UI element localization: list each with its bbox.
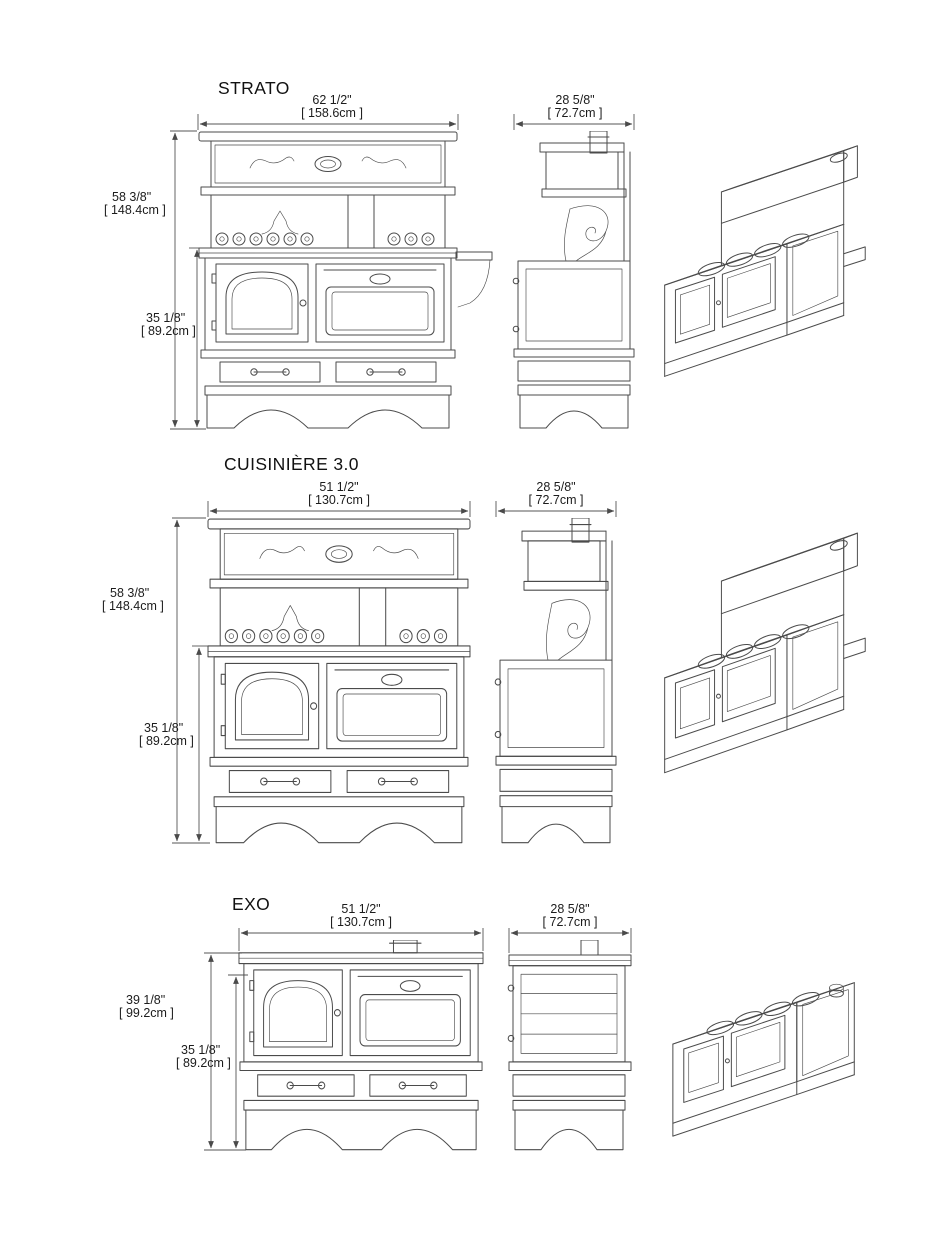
width-dimension: 62 1/2" [ 158.6cm ]: [197, 93, 459, 130]
front-view: [207, 518, 471, 844]
side-view-drawing: [507, 940, 632, 1151]
isometric-view-drawing: [672, 982, 855, 1137]
depth-cm-label: [ 72.7cm ]: [543, 915, 598, 929]
depth-dimension: 28 5/8" [ 72.7cm ]: [508, 902, 632, 953]
total-height-dimension: 58 3/8" [ 148.4cm ]: [104, 130, 206, 430]
side-view-drawing: [512, 131, 635, 429]
width-cm-label: [ 158.6cm ]: [301, 106, 363, 120]
front-view-drawing: [198, 131, 458, 429]
model-title: EXO: [232, 894, 270, 914]
body-height-inches-label: 35 1/8": [144, 721, 183, 735]
body-height-inches-label: 35 1/8": [181, 1043, 220, 1057]
total-height-inches-label: 39 1/8": [126, 993, 165, 1007]
body-height-cm-label: [ 89.2cm ]: [141, 324, 196, 338]
width-dimension: 51 1/2" [ 130.7cm ]: [238, 902, 484, 951]
isometric-view-drawing: [664, 532, 866, 774]
isometric-view: [664, 532, 866, 774]
isometric-view: [672, 982, 855, 1137]
width-inches-label: 62 1/2": [312, 93, 351, 107]
depth-dimension: 28 5/8" [ 72.7cm ]: [495, 480, 617, 517]
total-height-dimension: 58 3/8" [ 148.4cm ]: [102, 517, 210, 844]
body-height-dimension: 35 1/8" [ 89.2cm ]: [139, 645, 208, 842]
isometric-view-drawing: [664, 145, 866, 377]
side-view: [494, 518, 617, 844]
depth-inches-label: 28 5/8": [555, 93, 594, 107]
body-height-dimension: 35 1/8" [ 89.2cm ]: [141, 247, 204, 428]
body-height-cm-label: [ 89.2cm ]: [139, 734, 194, 748]
front-view: [198, 131, 493, 429]
depth-cm-label: [ 72.7cm ]: [529, 493, 584, 507]
total-height-cm-label: [ 148.4cm ]: [104, 203, 166, 217]
depth-inches-label: 28 5/8": [550, 902, 589, 916]
total-height-dimension: 39 1/8" [ 99.2cm ]: [119, 952, 246, 1151]
front-view-drawing: [238, 940, 484, 1151]
depth-dimension: 28 5/8" [ 72.7cm ]: [513, 93, 635, 130]
total-height-cm-label: [ 148.4cm ]: [102, 599, 164, 613]
model-title: STRATO: [218, 78, 290, 98]
width-inches-label: 51 1/2": [319, 480, 358, 494]
body-height-dimension: 35 1/8" [ 89.2cm ]: [176, 974, 248, 1149]
total-height-inches-label: 58 3/8": [112, 190, 151, 204]
width-cm-label: [ 130.7cm ]: [308, 493, 370, 507]
side-view: [507, 940, 632, 1151]
depth-cm-label: [ 72.7cm ]: [548, 106, 603, 120]
exo-section: EXO 51 1/2" [ 130.7cm ] 28 5/8" [ 72.7cm…: [119, 894, 855, 1151]
cuisiniere-section: CUISINIÈRE 3.0 51 1/2" [ 130.7cm ] 28 5/…: [102, 454, 866, 844]
width-dimension: 51 1/2" [ 130.7cm ]: [207, 480, 471, 517]
strato-section: STRATO 62 1/2" [ 158.6cm ] 28 5/8" [ 72.…: [104, 78, 866, 430]
isometric-view: [664, 145, 866, 377]
side-view-drawing: [494, 518, 617, 844]
front-view: [238, 940, 484, 1151]
total-height-inches-label: 58 3/8": [110, 586, 149, 600]
total-height-cm-label: [ 99.2cm ]: [119, 1006, 174, 1020]
depth-inches-label: 28 5/8": [536, 480, 575, 494]
side-shelf: [455, 251, 493, 308]
width-inches-label: 51 1/2": [341, 902, 380, 916]
body-height-inches-label: 35 1/8": [146, 311, 185, 325]
side-view: [512, 131, 635, 429]
model-title: CUISINIÈRE 3.0: [224, 454, 359, 474]
width-cm-label: [ 130.7cm ]: [330, 915, 392, 929]
body-height-cm-label: [ 89.2cm ]: [176, 1056, 231, 1070]
front-view-drawing: [207, 518, 471, 844]
